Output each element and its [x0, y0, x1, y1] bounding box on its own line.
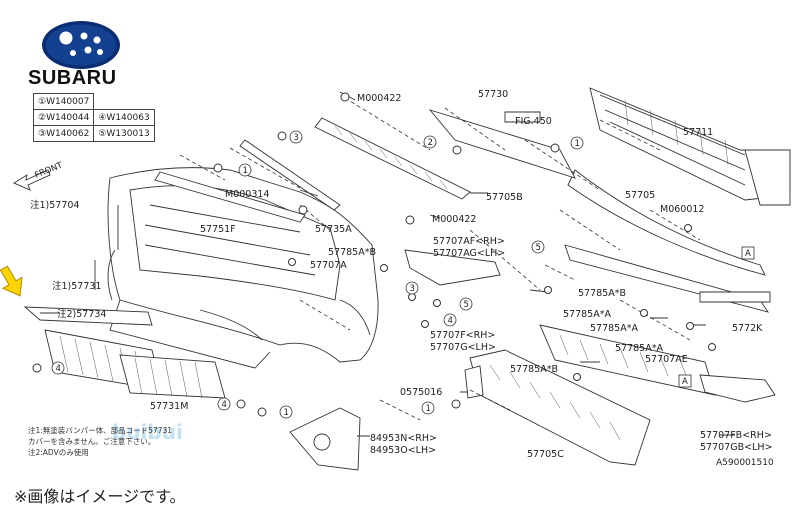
- label-57707gb: 57707GB<LH>: [700, 442, 772, 453]
- label-57707fb: 57707FB<RH>: [700, 430, 772, 441]
- subaru-logo-icon: [42, 21, 120, 69]
- label-57705c: 57705C: [527, 449, 564, 460]
- label-57707af: 57707AF<RH>: [433, 236, 505, 247]
- svg-text:3: 3: [410, 284, 415, 294]
- watermark: buibui: [112, 420, 183, 444]
- label-57735a: 57735A: [315, 224, 352, 235]
- box-a-marker: A: [741, 246, 755, 260]
- fastener-legend-table: ①W140007 ②W140044 ④W140063 ③W140062 ⑤W13…: [32, 93, 155, 142]
- label-57785ab-a: 57785A*B: [328, 247, 376, 258]
- label-m000314: M000314: [225, 189, 269, 200]
- fog-lamp-cover-84953: [289, 407, 361, 471]
- label-57734: 注2)57734: [57, 308, 106, 320]
- legend-empty-cell: [94, 94, 154, 110]
- footnotes: 注1:無塗装バンパー体、部品コード57731 カバーを含みません。ご注意下さい。…: [28, 425, 172, 458]
- label-57785aa-3: 57785A*A: [615, 343, 663, 354]
- label-57707g: 57707G<LH>: [430, 342, 496, 353]
- label-57711: 57711: [683, 127, 713, 138]
- svg-text:3: 3: [294, 133, 299, 143]
- label-57707f: 57707F<RH>: [430, 330, 495, 341]
- label-57705b: 57705B: [486, 192, 523, 203]
- label-5772k: 5772K: [732, 323, 763, 334]
- diagram-reference-code: A590001510: [716, 458, 774, 468]
- svg-text:1: 1: [575, 139, 580, 149]
- legend-cell: ③W140062: [32, 125, 95, 142]
- label-57705: 57705: [625, 190, 655, 201]
- upper-grille-strips: [154, 117, 471, 223]
- svg-text:4: 4: [222, 400, 227, 410]
- label-57785aa-1: 57785A*A: [563, 309, 611, 320]
- image-disclaimer: ※画像はイメージです。: [14, 487, 186, 506]
- svg-text:5: 5: [464, 300, 469, 310]
- label-57731m: 57731M: [150, 401, 188, 412]
- footnote-line: カバーを含みません。ご注意下さい。: [28, 437, 156, 446]
- label-m060012: M060012: [660, 204, 704, 215]
- label-57730: 57730: [478, 89, 508, 100]
- footnote-line: 注2:ADVのみ使用: [28, 448, 89, 457]
- upper-support-57730: [428, 109, 576, 179]
- label-57707ag: 57707AG<LH>: [433, 248, 505, 259]
- legend-cell: ①W140007: [32, 93, 95, 110]
- label-57707a: 57707A: [310, 260, 347, 271]
- svg-text:1: 1: [426, 404, 431, 414]
- legend-cell: ⑤W130013: [93, 125, 155, 142]
- front-label: FRONT: [33, 160, 64, 180]
- svg-text:A: A: [745, 249, 751, 259]
- legend-row: ①W140007: [32, 93, 155, 110]
- side-bracket-57707fb: [699, 374, 776, 403]
- callout-circle-numbers: 1 3 2 1 5 3 5 4 4 4 1 1: [51, 130, 584, 419]
- svg-text:1: 1: [243, 166, 248, 176]
- svg-text:A: A: [682, 377, 688, 387]
- svg-text:5: 5: [536, 243, 541, 253]
- label-fig450: FIG.450: [515, 116, 552, 127]
- label-m000422-mid: M000422: [432, 214, 476, 225]
- legend-row: ③W140062 ⑤W130013: [32, 125, 155, 142]
- label-57785ab-c: 57785A*B: [510, 364, 558, 375]
- label-0575016: 0575016: [400, 387, 442, 398]
- fastener-clips: [32, 92, 716, 417]
- label-57751f: 57751F: [200, 224, 236, 235]
- leader-lines: [40, 91, 735, 437]
- front-direction-arrow-icon: [13, 169, 51, 191]
- box-a-marker-lower: A: [678, 374, 692, 388]
- bracket-0575016: [464, 365, 484, 399]
- label-57731: 注1)57731: [52, 280, 101, 292]
- label-57785ab-b: 57785A*B: [578, 288, 626, 299]
- label-84953o: 84953O<LH>: [370, 445, 436, 456]
- footnote-line: 注1:無塗装バンパー体、部品コード57731: [28, 426, 173, 435]
- legend-cell: ②W140044: [32, 109, 95, 126]
- label-m000422-top: M000422: [357, 93, 401, 104]
- svg-text:1: 1: [284, 408, 289, 418]
- legend-cell: ④W140063: [93, 109, 155, 126]
- svg-text:4: 4: [448, 316, 453, 326]
- side-bracket-57772k: [564, 244, 771, 313]
- energy-absorber-57705: [567, 169, 766, 276]
- svg-text:4: 4: [56, 364, 61, 374]
- side-bracket-57707af: [404, 249, 501, 286]
- label-84953n: 84953N<RH>: [370, 433, 437, 444]
- svg-text:2: 2: [428, 138, 433, 148]
- legend-row: ②W140044 ④W140063: [32, 109, 155, 126]
- label-57704: 注1)57704: [30, 199, 79, 211]
- bumper-beam-57711: [589, 87, 791, 206]
- brand-wordmark: SUBARU: [28, 67, 117, 89]
- lower-bracket-57707ae: [539, 324, 716, 396]
- front-bumper-face: [107, 167, 379, 369]
- label-57707ae: 57707AE: [645, 354, 688, 365]
- label-57785aa-2: 57785A*A: [590, 323, 638, 334]
- yellow-pointer-arrow-icon: [0, 265, 23, 297]
